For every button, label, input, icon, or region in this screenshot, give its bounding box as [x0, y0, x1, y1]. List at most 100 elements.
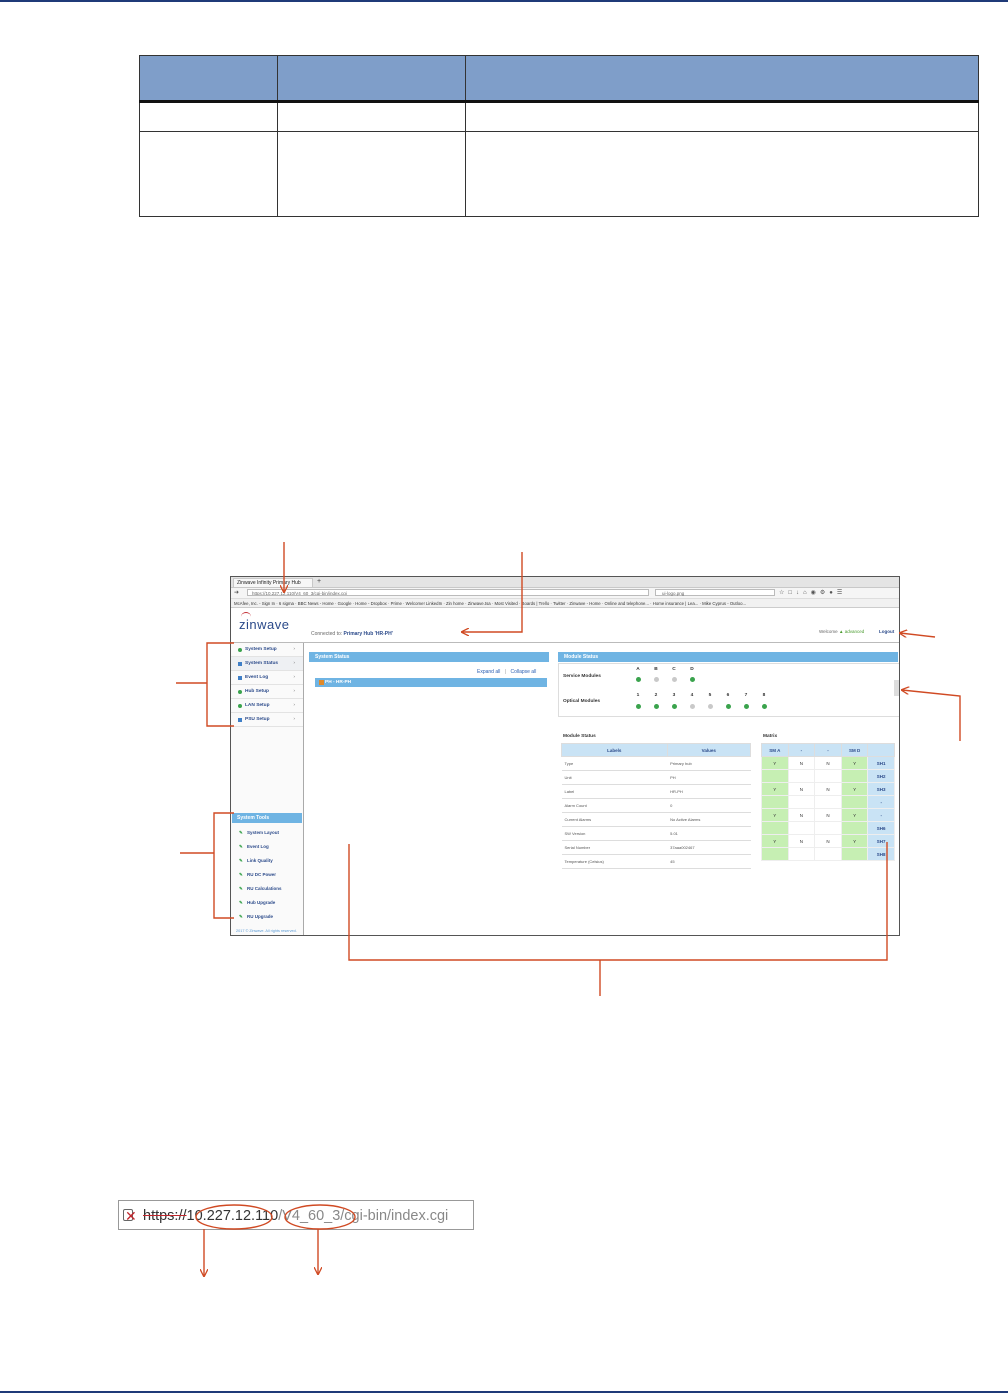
browser-tab-bar: Zinwave Infinity Primary Hub + [231, 577, 899, 588]
back-icon[interactable]: ➜ [234, 590, 240, 596]
tool-hub-upgrade[interactable]: ✎ Hub Upgrade [231, 896, 303, 910]
power-icon [238, 718, 242, 722]
row-label: Label [561, 784, 668, 799]
scroll-handle[interactable] [894, 680, 899, 696]
tree-item-hub[interactable]: PH - HR-PH [315, 678, 547, 687]
sidebar-item-label: PSU Setup [245, 717, 270, 722]
table-cell [465, 101, 979, 132]
wrench-icon: ✎ [239, 900, 243, 905]
matrix-cell: SH7 [867, 834, 895, 848]
sidebar-item-system-status[interactable]: System Status › [231, 657, 303, 671]
row-label: Alarm Count [561, 798, 668, 813]
insecure-x-icon: ✕ [125, 1208, 137, 1224]
tool-label: System Layout [247, 830, 280, 835]
url-scheme: https:// [143, 1208, 187, 1224]
toolbar-icons[interactable]: ☆□↓⌂◉⚙●☰ [779, 590, 847, 596]
matrix-header [867, 743, 895, 757]
tool-label: Event Log [247, 844, 269, 849]
sidebar-item-psu-setup[interactable]: PSU Setup › [231, 713, 303, 727]
tool-label: RU Upgrade [247, 914, 274, 919]
hub-icon [238, 690, 242, 694]
table-header-row [139, 55, 979, 103]
sidebar-item-hub-setup[interactable]: Hub Setup › [231, 685, 303, 699]
chevron-right-icon: › [293, 689, 295, 694]
tool-link-quality[interactable]: ✎Link Quality [231, 854, 303, 868]
tool-label: RU Calculations [247, 886, 282, 891]
link-separator: | [504, 669, 507, 675]
row-value: PH [667, 770, 751, 785]
app-header: zinwave Connected to: Primary Hub 'HR-PH… [231, 609, 899, 643]
table-header-cell [139, 55, 278, 103]
tool-label: RU DC Power [247, 872, 277, 877]
wrench-icon: ✎ [239, 858, 243, 863]
bookmarks-bar[interactable]: McAfee, Inc. - Sign In · 6 sigma · BBC N… [231, 599, 899, 608]
service-module-letter: A [636, 667, 640, 672]
optical-module-dot-wrap [629, 704, 647, 709]
chevron-right-icon: › [293, 661, 295, 666]
search-input[interactable]: ui-logo.png [655, 589, 775, 596]
browser-tab[interactable]: Zinwave Infinity Primary Hub [233, 578, 313, 587]
chart-icon [238, 662, 242, 666]
column-header: Values [666, 743, 752, 757]
matrix-cell: Y [761, 782, 789, 796]
service-module-letter: C [672, 667, 676, 672]
expand-all-link[interactable]: Expand all [477, 669, 501, 675]
optical-module-number: 3 [672, 693, 676, 698]
status-dot-icon [653, 677, 659, 682]
tool-system-layout[interactable]: ✎System Layout [231, 826, 303, 840]
gear-icon [238, 648, 242, 652]
row-label: Unit [561, 770, 668, 785]
wrench-icon: ✎ [239, 886, 243, 891]
tool-event-log[interactable]: ✎Event Log [231, 840, 303, 854]
sidebar-item-label: System Setup [245, 647, 277, 652]
optical-modules-label: Optical Modules [563, 699, 601, 704]
row-label: Temperature (Celsius) [561, 854, 668, 869]
module-status-header: Module Status [558, 652, 898, 662]
service-module-dots [629, 677, 701, 682]
matrix-cell: Y [761, 808, 789, 822]
chevron-right-icon: › [293, 703, 295, 708]
address-bar[interactable]: https://10.227.12.110/V4_60_3/cgi-bin/in… [247, 589, 649, 596]
matrix-cell [840, 769, 869, 783]
status-dot-icon [743, 704, 749, 709]
sidebar-item-label: LAN Setup [245, 703, 270, 708]
callout-logout-arrow [900, 633, 936, 637]
sidebar-item-event-log[interactable]: Event Log › [231, 671, 303, 685]
system-tools-header: System Tools [232, 813, 302, 823]
status-dot-icon [671, 677, 677, 682]
connected-hub: Primary Hub 'HR-PH' [343, 631, 393, 637]
tool-ru-dc-power[interactable]: ✎ RU DC Power [231, 868, 303, 882]
tool-ru-calculations[interactable]: ✎ RU Calculations [231, 882, 303, 896]
status-dot-icon [761, 704, 767, 709]
tool-label: Hub Upgrade [247, 900, 276, 905]
service-module-dot-wrap [683, 677, 701, 682]
sidebar-item-label: Hub Setup [245, 689, 269, 694]
row-value: 5.01 [667, 826, 751, 841]
matrix-title: Matrix [763, 734, 778, 739]
matrix-cell [761, 847, 789, 861]
optical-module-number: 7 [744, 693, 748, 698]
reference-table [139, 55, 979, 217]
table-row: Temperature (Celsius)45 [561, 854, 751, 869]
sidebar: System Setup › System Status › Event Log… [231, 643, 304, 935]
tool-ru-upgrade[interactable]: ✎RU Upgrade [231, 910, 303, 924]
service-module-dot-wrap [665, 677, 683, 682]
new-tab-icon[interactable]: + [317, 578, 322, 585]
sidebar-item-lan-setup[interactable]: LAN Setup › [231, 699, 303, 713]
table-cell [277, 131, 466, 217]
collapse-all-link[interactable]: Collapse all [510, 669, 537, 675]
logout-link[interactable]: Logout [879, 629, 895, 634]
row-value: HR-PH [667, 784, 751, 799]
url-ip: 10.227.12.110 [186, 1208, 279, 1224]
status-dot-icon [689, 677, 695, 682]
service-modules-label: Service Modules [563, 674, 601, 679]
bottom-rule [0, 1391, 1008, 1393]
sidebar-item-system-setup[interactable]: System Setup › [231, 643, 303, 657]
callout-tools-bracket [213, 812, 234, 919]
wrench-icon: ✎ [239, 872, 243, 877]
